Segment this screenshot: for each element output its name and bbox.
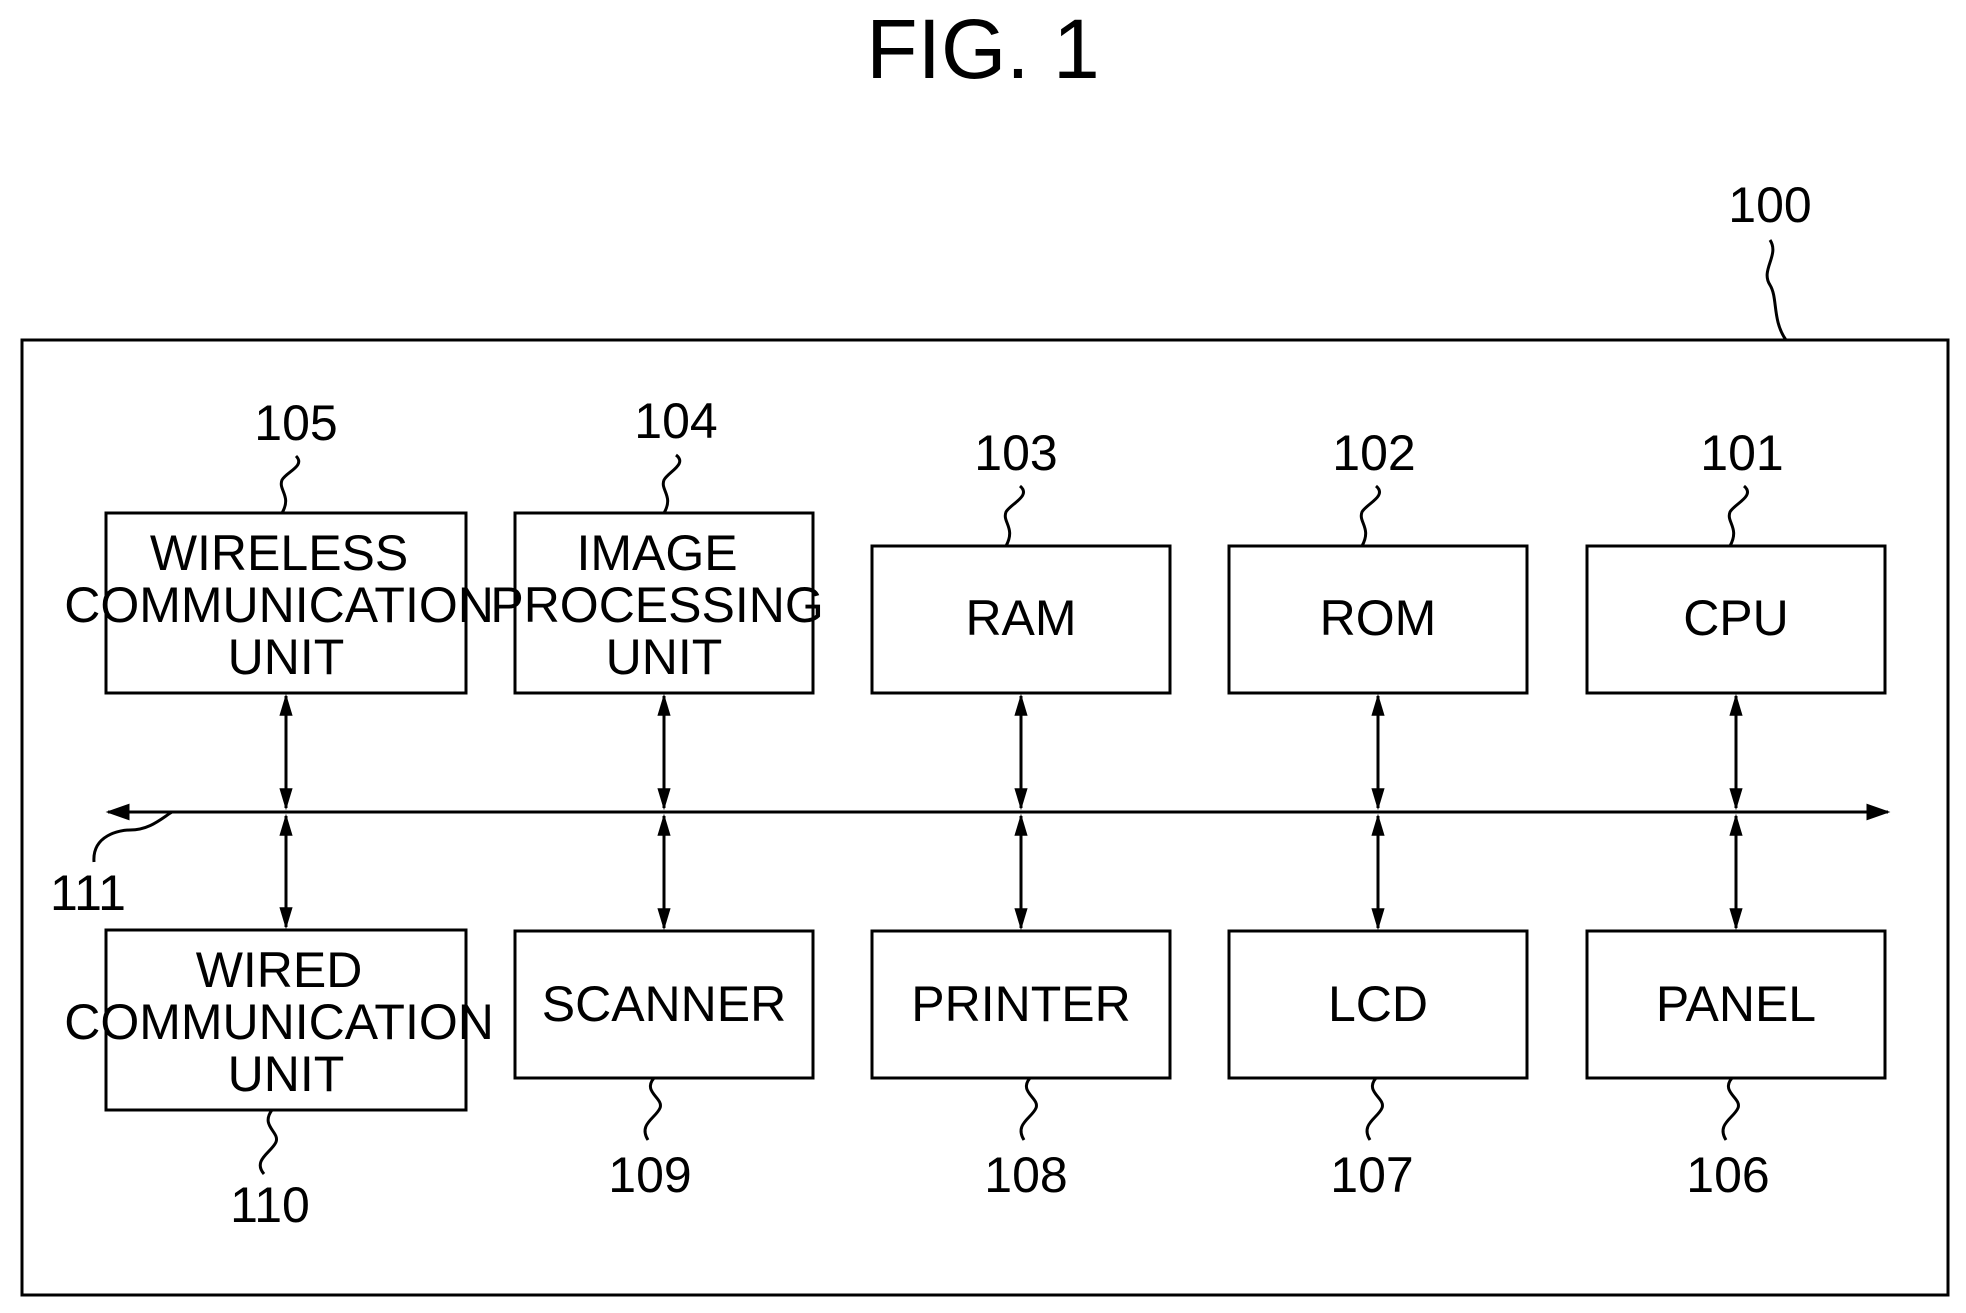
wired-ref: 110: [230, 1177, 310, 1233]
bus-ref: 111: [50, 865, 126, 921]
cpu-label: CPU: [1683, 590, 1789, 646]
rom-ref: 102: [1332, 425, 1415, 481]
wireless-ref: 105: [254, 395, 337, 451]
ram-ref: 103: [974, 425, 1057, 481]
scanner-ref: 109: [608, 1147, 691, 1203]
device-ref-leader: [1767, 240, 1786, 340]
figure-title: FIG. 1: [866, 2, 1099, 96]
scanner-label: SCANNER: [542, 976, 786, 1032]
lcd-ref: 107: [1330, 1147, 1413, 1203]
rom-label: ROM: [1320, 590, 1437, 646]
ram-label: RAM: [965, 590, 1076, 646]
panel-ref: 106: [1686, 1147, 1769, 1203]
printer-label: PRINTER: [911, 976, 1130, 1032]
cpu-ref: 101: [1700, 425, 1783, 481]
panel-label: PANEL: [1656, 976, 1816, 1032]
printer-ref: 108: [984, 1147, 1067, 1203]
lcd-label: LCD: [1328, 976, 1428, 1032]
image-proc-ref: 104: [634, 393, 717, 449]
device-ref: 100: [1728, 177, 1811, 233]
